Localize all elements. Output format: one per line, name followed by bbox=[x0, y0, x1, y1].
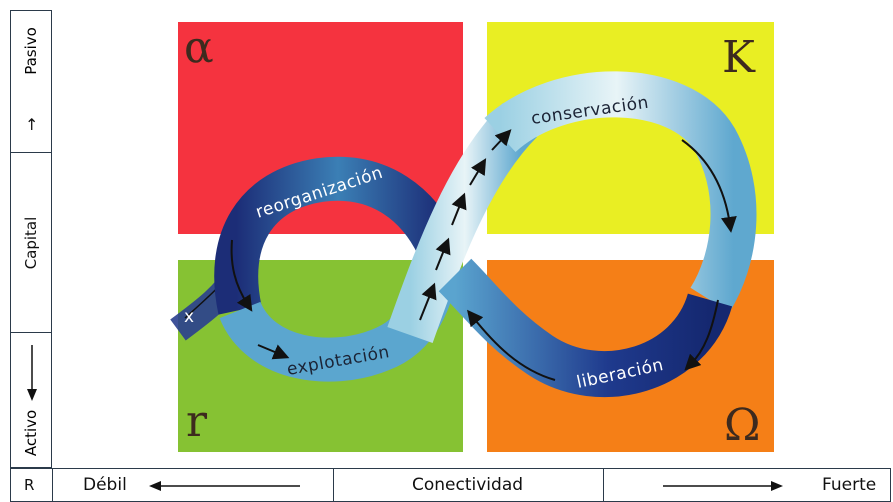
fuerte-label: Fuerte bbox=[822, 475, 877, 495]
bottom-axis-left-cell: Débil bbox=[53, 469, 334, 501]
arrow-right-icon bbox=[663, 481, 783, 491]
conectividad-label: Conectividad bbox=[412, 475, 524, 495]
bottom-axis-center-cell: Conectividad bbox=[334, 469, 604, 501]
arrow-left-icon bbox=[149, 481, 300, 491]
debil-label: Débil bbox=[83, 475, 127, 495]
r-symbol: r bbox=[186, 396, 208, 447]
left-axis-top-cell: Pasivo ↑ bbox=[11, 11, 51, 153]
arrow-up-icon: ↑ bbox=[25, 115, 39, 134]
r-corner-label: R bbox=[24, 476, 35, 494]
bottom-axis-right-cell: Fuerte bbox=[604, 469, 890, 501]
left-axis-bottom-cell: Activo bbox=[11, 333, 51, 469]
exit-x-label: x bbox=[184, 307, 195, 327]
omega-symbol: Ω bbox=[724, 400, 761, 451]
bottom-axis-corner: R bbox=[11, 469, 53, 501]
alpha-symbol: α bbox=[184, 22, 214, 73]
arrow-down-icon bbox=[27, 345, 37, 401]
left-axis-middle-cell: Capital bbox=[11, 153, 51, 333]
k-symbol: K bbox=[722, 32, 755, 83]
left-axis: Pasivo ↑ Capital Activo bbox=[10, 10, 52, 468]
